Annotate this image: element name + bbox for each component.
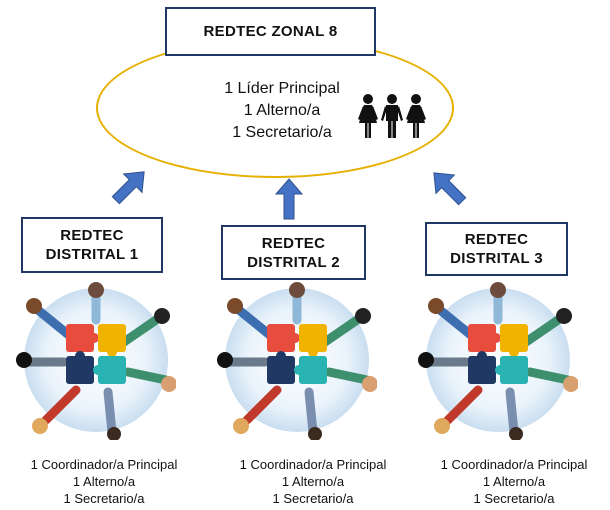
distrital-3-roles: 1 Coordinador/a Principal 1 Alterno/a 1 …: [418, 456, 610, 507]
distrital-1-box: REDTEC DISTRITAL 1: [21, 217, 163, 273]
puzzle-team-image: [16, 282, 176, 440]
distrital-2-role-secretary: 1 Secretario/a: [272, 491, 354, 506]
distrital-3-title-line2: DISTRITAL 3: [450, 250, 543, 267]
distrital-1-role-secretary: 1 Secretario/a: [63, 491, 145, 506]
puzzle-team-image: [418, 282, 578, 440]
up-arrow-icon: [433, 172, 467, 206]
puzzle-team-image: [217, 282, 377, 440]
people-group-icon: [358, 94, 426, 138]
up-arrow-icon: [275, 178, 303, 220]
distrital-2-role-coordinator: 1 Coordinador/a Principal: [239, 457, 387, 472]
distrital-1-role-alternate: 1 Alterno/a: [72, 474, 136, 489]
zonal-role-alternate: 1 Alterno/a: [243, 102, 321, 119]
distrital-2-role-alternate: 1 Alterno/a: [281, 474, 345, 489]
distrital-1-title-line1: REDTEC: [60, 227, 124, 244]
distrital-3-box: REDTEC DISTRITAL 3: [425, 222, 568, 276]
distrital-3-role-secretary: 1 Secretario/a: [473, 491, 555, 506]
distrital-3-role-coordinator: 1 Coordinador/a Principal: [440, 457, 588, 472]
zonal-title-box: REDTEC ZONAL 8: [165, 7, 376, 56]
distrital-2-roles: 1 Coordinador/a Principal 1 Alterno/a 1 …: [213, 456, 413, 507]
zonal-role-leader: 1 Líder Principal: [224, 80, 340, 97]
distrital-1-role-coordinator: 1 Coordinador/a Principal: [30, 457, 178, 472]
distrital-2-title-line1: REDTEC: [261, 234, 326, 252]
distrital-3-role-alternate: 1 Alterno/a: [482, 474, 546, 489]
distrital-2-box: REDTEC DISTRITAL 2: [221, 225, 366, 280]
distrital-1-roles: 1 Coordinador/a Principal 1 Alterno/a 1 …: [4, 456, 204, 507]
zonal-title: REDTEC ZONAL 8: [203, 23, 338, 40]
distrital-2-title-line2: DISTRITAL 2: [247, 253, 340, 271]
up-arrow-icon: [111, 171, 145, 205]
zonal-role-secretary: 1 Secretario/a: [232, 124, 332, 141]
zonal-roles: 1 Líder Principal 1 Alterno/a 1 Secretar…: [202, 78, 362, 144]
distrital-3-title-line1: REDTEC: [464, 231, 529, 248]
distrital-1-title-line2: DISTRITAL 1: [45, 246, 139, 263]
